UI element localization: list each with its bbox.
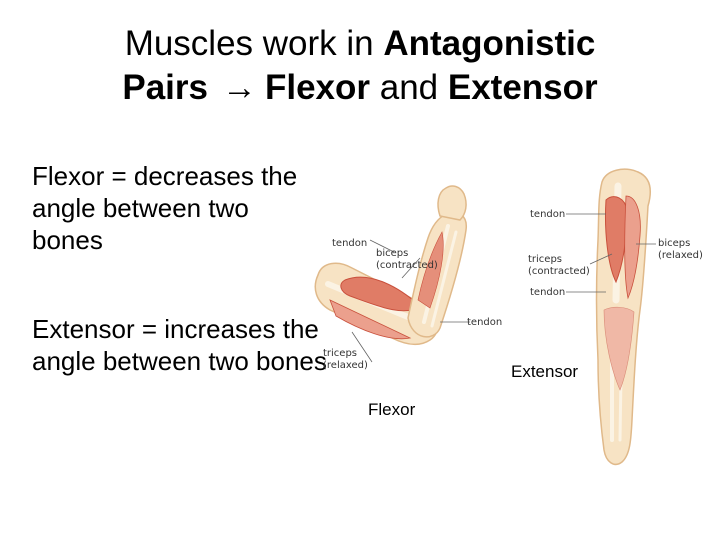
extensor-caption: Extensor: [511, 362, 579, 381]
extensor-label-triceps: triceps: [528, 254, 562, 265]
extensor-label-biceps: biceps: [658, 238, 690, 249]
title-line-2: Pairs →Flexor and Extensor: [0, 66, 720, 110]
extensor-label-tendon-bottom: tendon: [530, 287, 565, 298]
title-text-1: Muscles work in: [124, 24, 384, 63]
flexor-label-relaxed: (relaxed): [323, 360, 368, 371]
flexor-label-tendon: tendon: [332, 238, 367, 249]
title-extensor: Extensor: [447, 68, 598, 107]
flexor-label-contracted: (contracted): [376, 260, 438, 271]
flexor-label-tendon-elbow: tendon: [467, 317, 502, 328]
slide-title: Muscles work in Antagonistic Pairs →Flexo…: [0, 22, 720, 110]
title-and: and: [370, 68, 448, 107]
flexor-label-triceps: triceps: [323, 348, 357, 359]
flexor-label-biceps: biceps: [376, 248, 408, 259]
title-flexor: Flexor: [264, 68, 371, 107]
flexor-description: = decreases the angle between two bones: [32, 161, 298, 255]
title-line-1: Muscles work in Antagonistic: [0, 22, 720, 66]
extensor-label-contracted: (contracted): [528, 266, 590, 277]
extensor-label-tendon-top: tendon: [530, 209, 565, 220]
flexor-arm-illustration: tendon biceps (contracted) tendon tricep…: [314, 185, 502, 371]
title-pairs: Pairs: [122, 68, 208, 107]
extensor-definition: Extensor = increases the angle between t…: [32, 313, 332, 377]
arrow-right-icon: →: [221, 68, 257, 107]
flexor-caption: Flexor: [368, 400, 416, 419]
title-antagonistic: Antagonistic: [383, 24, 596, 63]
extensor-term: Extensor: [32, 314, 135, 344]
extensor-arm-illustration: tendon triceps (contracted) tendon bicep…: [528, 168, 703, 466]
flexor-term: Flexor: [32, 161, 105, 191]
extensor-description: = increases the angle between two bones: [32, 314, 327, 376]
flexor-definition: Flexor = decreases the angle between two…: [32, 160, 322, 256]
extensor-label-relaxed: (relaxed): [658, 250, 703, 261]
